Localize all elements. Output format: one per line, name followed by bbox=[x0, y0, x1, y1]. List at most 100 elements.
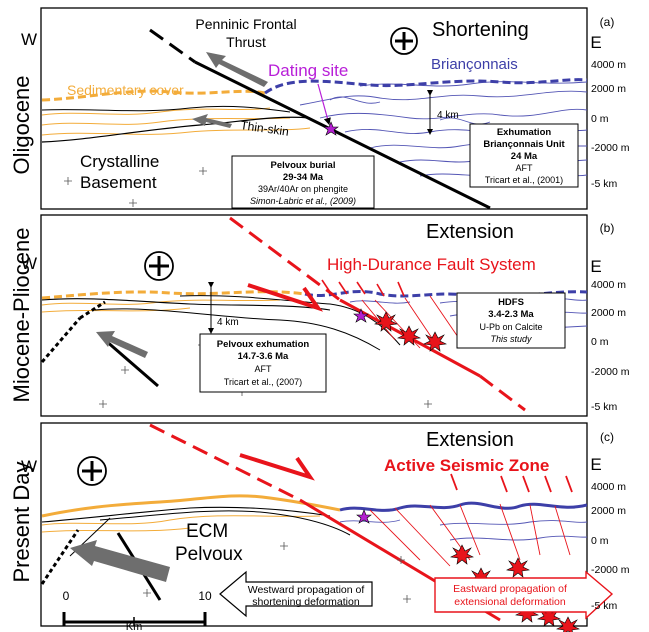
basement-top bbox=[41, 506, 331, 523]
box1-ref: Tricart et al., (2001) bbox=[485, 175, 563, 185]
normal-fault-arrow bbox=[239, 453, 315, 481]
box1-title1: Exhumation bbox=[497, 127, 552, 138]
axis-tick-label: 2000 m bbox=[591, 505, 626, 517]
pelvoux-label: Pelvoux bbox=[175, 544, 243, 565]
thin-skin-arrow bbox=[192, 114, 232, 128]
thrust-dotted bbox=[79, 300, 106, 320]
box2-ref: Tricart et al., (2007) bbox=[224, 377, 302, 387]
ecm-label: ECM bbox=[186, 521, 228, 542]
panel-letter: (a) bbox=[600, 15, 615, 29]
thrust-label-line1: Penninic Frontal bbox=[195, 16, 296, 32]
plus-icon bbox=[149, 256, 169, 276]
box2-title2: 29-34 Ma bbox=[283, 172, 324, 183]
seismic-minor-faults bbox=[369, 503, 571, 567]
era-label: Oligocene bbox=[9, 75, 34, 174]
box1-ref: This study bbox=[490, 334, 532, 344]
west-arrow-text-2: shortening deformation bbox=[252, 596, 360, 608]
thin-skin-line bbox=[41, 105, 291, 113]
fault-system-label: High-Durance Fault System bbox=[327, 255, 536, 274]
dating-site-star bbox=[356, 509, 372, 524]
west-label: W bbox=[21, 254, 37, 273]
west-arrow-text-1: Westward propagation of bbox=[248, 584, 365, 596]
basement-inner bbox=[99, 510, 351, 536]
sediment-top bbox=[41, 89, 266, 102]
thrust-solid bbox=[194, 60, 491, 209]
pelvoux-exhumation-box bbox=[199, 333, 327, 393]
box1-title3: 24 Ma bbox=[511, 151, 538, 162]
dating-site-star bbox=[353, 308, 369, 323]
era-label: Miocene-Pliocene bbox=[9, 228, 34, 403]
briancon-contours bbox=[339, 519, 587, 541]
regime-label: Extension bbox=[426, 221, 514, 243]
axis-tick-label: -2000 m bbox=[591, 564, 630, 576]
west-label: W bbox=[21, 30, 37, 49]
box1-title1: HDFS bbox=[498, 297, 524, 308]
fault-dashed bbox=[149, 423, 301, 502]
east-arrow-text-1: Eastward propagation of bbox=[453, 583, 567, 595]
plus-icon bbox=[82, 461, 102, 481]
regime-label: Shortening bbox=[432, 19, 529, 41]
exhumation-box bbox=[469, 123, 579, 188]
axis-tick-label: -5 km bbox=[591, 600, 618, 612]
axis-tick-label: -5 km bbox=[591, 401, 618, 413]
depth-axis: 4000 m 2000 m 0 m -2000 m -5 km bbox=[591, 59, 630, 190]
briancon-label: Briançonnais bbox=[431, 56, 518, 73]
sediment-lines bbox=[41, 515, 321, 533]
box2-title2: 14.7-3.6 Ma bbox=[238, 351, 289, 362]
basement-crosses bbox=[64, 167, 207, 207]
axis-tick-label: 2000 m bbox=[591, 307, 626, 319]
box2-title1: Pelvoux burial bbox=[271, 160, 336, 171]
normal-fault-arrow bbox=[247, 283, 324, 312]
pelvoux-burial-box bbox=[231, 155, 375, 209]
thrust-dashed bbox=[149, 28, 196, 64]
panel-c: W E (c) Extension Active Seismic Zone EC… bbox=[9, 422, 630, 632]
box1-title2: Briançonnais Unit bbox=[483, 139, 565, 150]
box1-method: U-Pb on Calcite bbox=[479, 322, 542, 332]
dating-site-star bbox=[323, 121, 339, 136]
thrust-label-line2: Thrust bbox=[226, 34, 266, 50]
thrust-motion-arrow bbox=[96, 331, 148, 358]
axis-tick-label: 0 m bbox=[591, 336, 609, 348]
box2-method: AFT bbox=[255, 364, 273, 374]
era-label: Present Day bbox=[9, 461, 34, 582]
crystalline-label-2: Basement bbox=[80, 173, 157, 192]
crystalline-label-1: Crystalline bbox=[80, 152, 159, 171]
small-fault-arrows bbox=[450, 473, 573, 493]
thrust-motion-arrow bbox=[70, 540, 170, 582]
axis-tick-label: 4000 m bbox=[591, 481, 626, 493]
axis-tick-label: -5 km bbox=[591, 178, 618, 190]
hdfs-fault-dashed bbox=[479, 374, 526, 412]
basement-top bbox=[41, 298, 331, 311]
west-label: W bbox=[21, 457, 37, 476]
depth-axis: 4000 m 2000 m 0 m -2000 m -5 km bbox=[591, 279, 630, 413]
westward-propagation-arrow bbox=[219, 570, 373, 618]
seismic-stars bbox=[374, 311, 447, 352]
plus-icon bbox=[395, 32, 413, 50]
panel-letter: (b) bbox=[600, 221, 615, 235]
axis-tick-label: 0 m bbox=[591, 113, 609, 125]
scale-zero: 0 bbox=[63, 589, 70, 603]
east-label: E bbox=[590, 455, 601, 474]
panel-b: W E (b) Extension High-Durance Fault Sys… bbox=[9, 214, 630, 417]
axis-tick-label: 4000 m bbox=[591, 59, 626, 71]
thickness-label: 4 km bbox=[437, 110, 459, 121]
box1-method: AFT bbox=[516, 163, 534, 173]
axis-tick-label: -2000 m bbox=[591, 366, 630, 378]
axis-tick-label: -2000 m bbox=[591, 142, 630, 154]
sediment-lines bbox=[41, 107, 311, 136]
basement-top bbox=[41, 116, 311, 143]
hdfs-box bbox=[456, 292, 566, 349]
axis-tick-label: 4000 m bbox=[591, 279, 626, 291]
east-label: E bbox=[590, 33, 601, 52]
scale-unit: Km bbox=[126, 621, 143, 632]
dating-site-label: Dating site bbox=[268, 61, 348, 80]
box2-ref: Simon-Labric et al., (2009) bbox=[250, 196, 356, 206]
axis-tick-label: 0 m bbox=[591, 535, 609, 547]
basement-crosses bbox=[143, 542, 411, 603]
thrust-dotted bbox=[41, 529, 80, 585]
thin-skin-label: Thin-skin bbox=[240, 118, 290, 139]
panel-letter: (c) bbox=[600, 430, 614, 444]
thrust-dotted bbox=[41, 317, 82, 363]
thickness-label: 4 km bbox=[217, 317, 239, 328]
